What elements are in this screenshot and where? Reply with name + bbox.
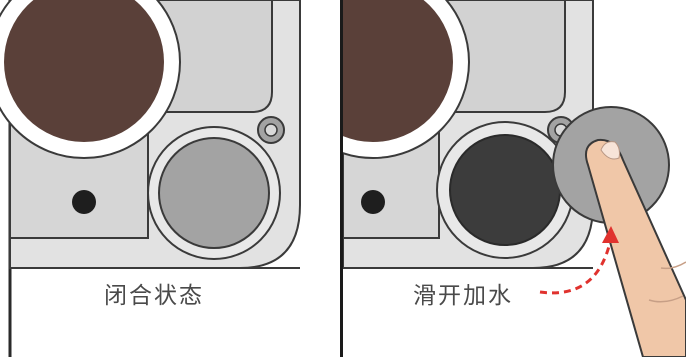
coffee-surface xyxy=(4,0,164,142)
panel-closed-state: 闭合状态 xyxy=(0,0,301,357)
coffee-surface xyxy=(343,0,453,142)
caption-closed: 闭合状态 xyxy=(104,283,204,309)
sliding-lid xyxy=(158,137,270,249)
lid-tab-hole xyxy=(264,123,278,137)
closed-state-illustration xyxy=(0,0,301,357)
caption-open: 滑开加水 xyxy=(413,283,513,309)
hand-pointer-finger-icon xyxy=(585,138,686,357)
panel-open-state: 滑开加水 xyxy=(343,0,686,357)
indicator-dot xyxy=(72,190,96,214)
water-opening xyxy=(449,134,561,246)
open-state-illustration xyxy=(343,0,686,357)
curved-arrow-icon xyxy=(539,226,619,295)
indicator-dot xyxy=(361,190,385,214)
